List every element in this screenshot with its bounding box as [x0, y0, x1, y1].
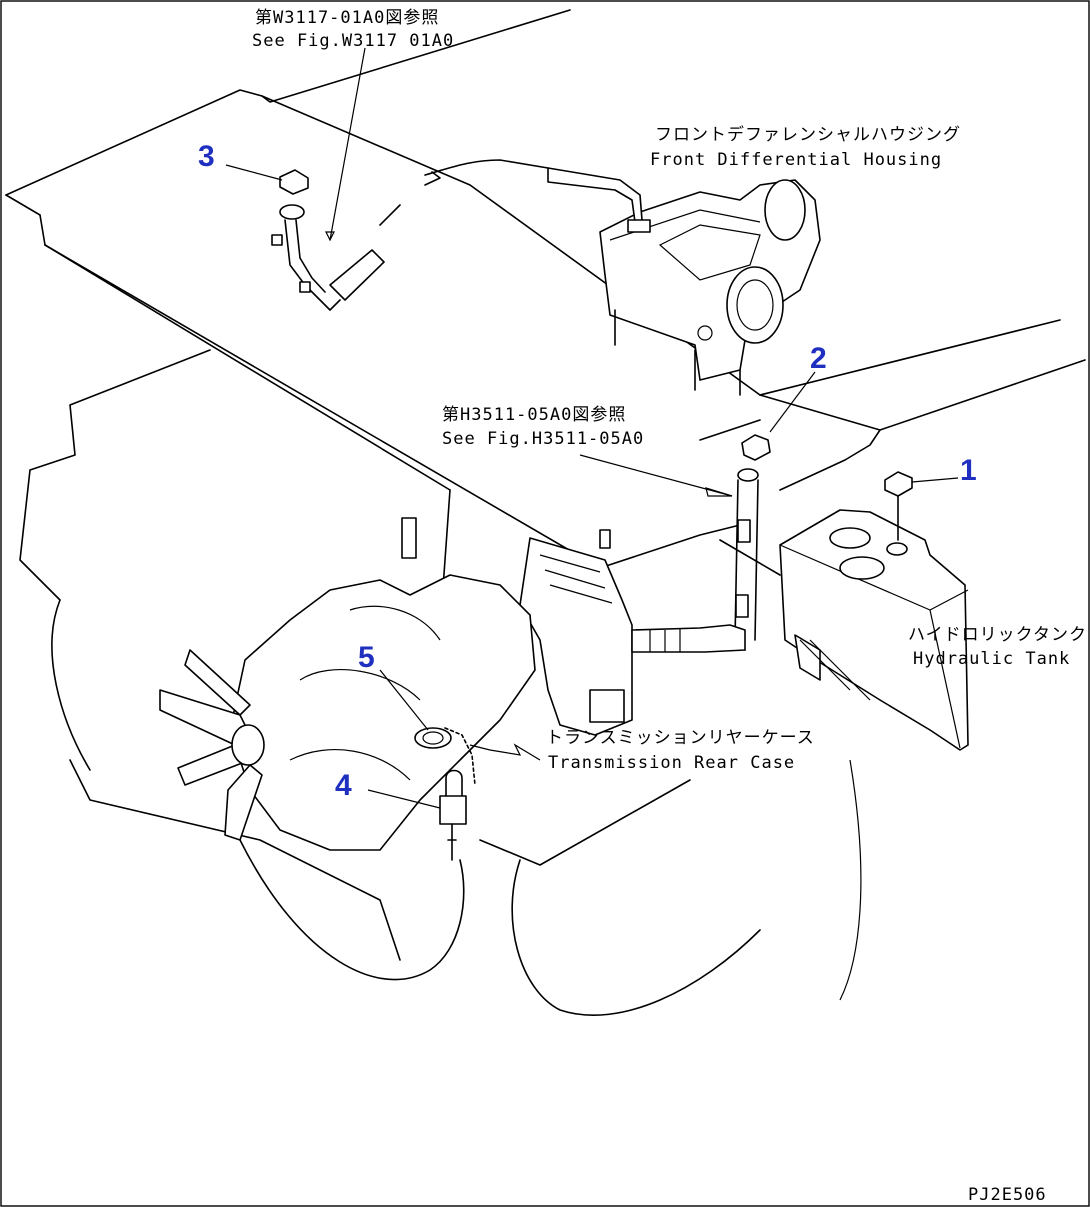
front-differential-housing [424, 159, 821, 396]
hydraulic-tank-label-en: Hydraulic Tank [913, 649, 1070, 669]
hydraulic-tank [779, 471, 969, 751]
fuel-cap-and-lock [414, 727, 476, 861]
engine-and-fan [159, 517, 536, 851]
ref-w3117-en: See Fig.W3117 01A0 [252, 31, 454, 51]
chassis-frame [5, 9, 1086, 1016]
hydraulic-tank-label-jp: ハイドロリックタンク [908, 625, 1087, 645]
callout-5: 5 [358, 641, 375, 674]
callout-4: 4 [335, 769, 352, 802]
front-diff-label-jp: フロントデファレンシャルハウジング [655, 124, 961, 145]
transmission-rear-case [519, 529, 746, 736]
front-diff-filler-assembly [271, 169, 401, 311]
leader-lines [225, 47, 959, 809]
ref-w3117-jp: 第W3117-01A0図参照 [255, 8, 439, 28]
transmission-label-jp: トランスミッションリヤーケース [546, 728, 815, 748]
callout-2: 2 [810, 342, 827, 375]
drawing-code: PJ2E506 [968, 1185, 1047, 1205]
ref-h3511-en: See Fig.H3511-05A0 [442, 429, 644, 449]
ref-h3511-jp: 第H3511-05A0図参照 [442, 405, 626, 425]
callout-3: 3 [198, 140, 215, 173]
transmission-label-en: Transmission Rear Case [548, 753, 795, 773]
callout-1: 1 [960, 454, 977, 487]
front-diff-label-en: Front Differential Housing [650, 150, 942, 170]
